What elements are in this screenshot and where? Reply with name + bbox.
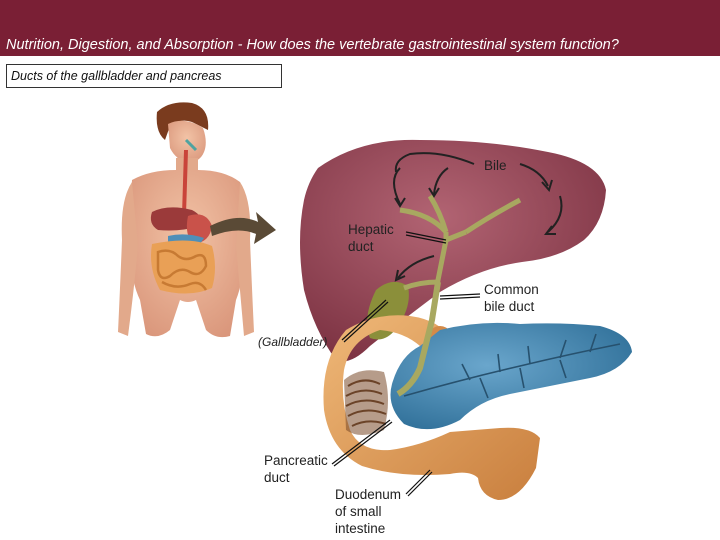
- label-hepatic-duct-2: duct: [348, 239, 374, 254]
- page-title: Nutrition, Digestion, and Absorption - H…: [6, 37, 619, 53]
- pancreas: [390, 322, 632, 430]
- subtitle-box: Ducts of the gallbladder and pancreas: [6, 64, 282, 88]
- header-bar: Nutrition, Digestion, and Absorption - H…: [0, 0, 720, 56]
- label-bile: Bile: [484, 158, 507, 173]
- duodenum: [323, 315, 540, 500]
- pancreatic-ducts: [403, 333, 621, 399]
- label-gallbladder: (Gallbladder): [258, 335, 327, 349]
- label-common-bile-duct-1: Common: [484, 282, 539, 297]
- common-bile-duct: [396, 281, 441, 397]
- bile-flow-arrows: [393, 152, 563, 282]
- leader-lines: [331, 231, 481, 497]
- label-pancreatic-duct-2: duct: [264, 470, 290, 485]
- human-figure: [118, 102, 254, 338]
- subtitle: Ducts of the gallbladder and pancreas: [11, 69, 222, 83]
- label-duodenum-3: intestine: [335, 521, 385, 536]
- label-duodenum-1: Duodenum: [335, 487, 401, 502]
- label-duodenum-2: of small: [335, 504, 382, 519]
- label-common-bile-duct-2: bile duct: [484, 299, 535, 314]
- label-hepatic-duct-1: Hepatic: [348, 222, 394, 237]
- label-pancreatic-duct-1: Pancreatic: [264, 453, 328, 468]
- pointer-arrow: [210, 212, 276, 244]
